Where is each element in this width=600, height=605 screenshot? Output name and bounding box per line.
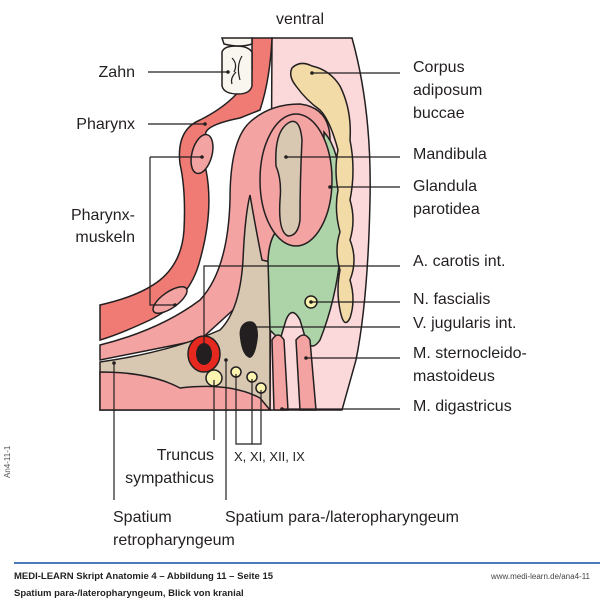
label-jugularis: V. jugularis int. <box>413 315 516 332</box>
footer-subtitle: Spatium para-/lateropharyngeum, Blick vo… <box>14 588 244 599</box>
figure-id: An4-11-1 <box>3 445 12 478</box>
label-glandula-2: parotidea <box>413 201 480 218</box>
parapharyngeal-tissue <box>99 194 271 411</box>
digastric <box>271 334 289 411</box>
label-truncus-2: sympathicus <box>125 470 214 487</box>
label-scm-1: M. sternocleido- <box>413 345 527 362</box>
prevertebral-muscle <box>99 371 272 411</box>
mandibula-bone <box>275 120 303 237</box>
label-pharynxmuskeln-1: Pharynx- <box>71 207 135 224</box>
label-carotis: A. carotis int. <box>413 253 505 270</box>
tooth-upper <box>220 37 253 47</box>
label-fascialis: N. fascialis <box>413 291 490 308</box>
sternocleidomastoid <box>295 334 317 411</box>
label-corpus-3: buccae <box>413 105 465 122</box>
pharynx-muscle-upper <box>190 133 214 175</box>
label-truncus-1: Truncus <box>157 447 214 464</box>
label-nerves: X, XI, XII, IX <box>234 449 305 464</box>
label-zahn: Zahn <box>99 64 135 81</box>
footer-divider <box>14 562 600 564</box>
pharynx-wall <box>99 37 273 342</box>
label-para: Spatium para-/lateropharyngeum <box>225 509 459 526</box>
label-corpus-2: adiposum <box>413 82 482 99</box>
footer-title: MEDI-LEARN Skript Anatomie 4 – Abbildung… <box>14 571 274 582</box>
tooth-roots <box>230 55 243 85</box>
label-digastricus: M. digastricus <box>413 398 512 415</box>
label-pharynxmuskeln-2: muskeln <box>75 229 135 246</box>
footer-url[interactable]: www.medi-learn.de/ana4-11 <box>490 572 590 581</box>
label-mandibula: Mandibula <box>413 146 487 163</box>
tooth <box>221 45 253 95</box>
leader-lines <box>113 71 400 500</box>
label-corpus-1: Corpus <box>413 59 465 76</box>
jugular-vein <box>239 321 258 358</box>
label-retro-2: retropharyngeum <box>113 532 235 549</box>
anatomy-diagram: ventral Zahn Pharynx Pharynx- muskeln Co… <box>71 11 527 549</box>
label-retro-1: Spatium <box>113 509 172 526</box>
label-scm-2: mastoideus <box>413 368 495 385</box>
label-glandula-1: Glandula <box>413 178 477 195</box>
buccal-fat-pad <box>289 62 355 324</box>
label-pharynx: Pharynx <box>76 116 135 133</box>
label-ventral: ventral <box>276 11 324 28</box>
leader-dots <box>112 70 332 411</box>
